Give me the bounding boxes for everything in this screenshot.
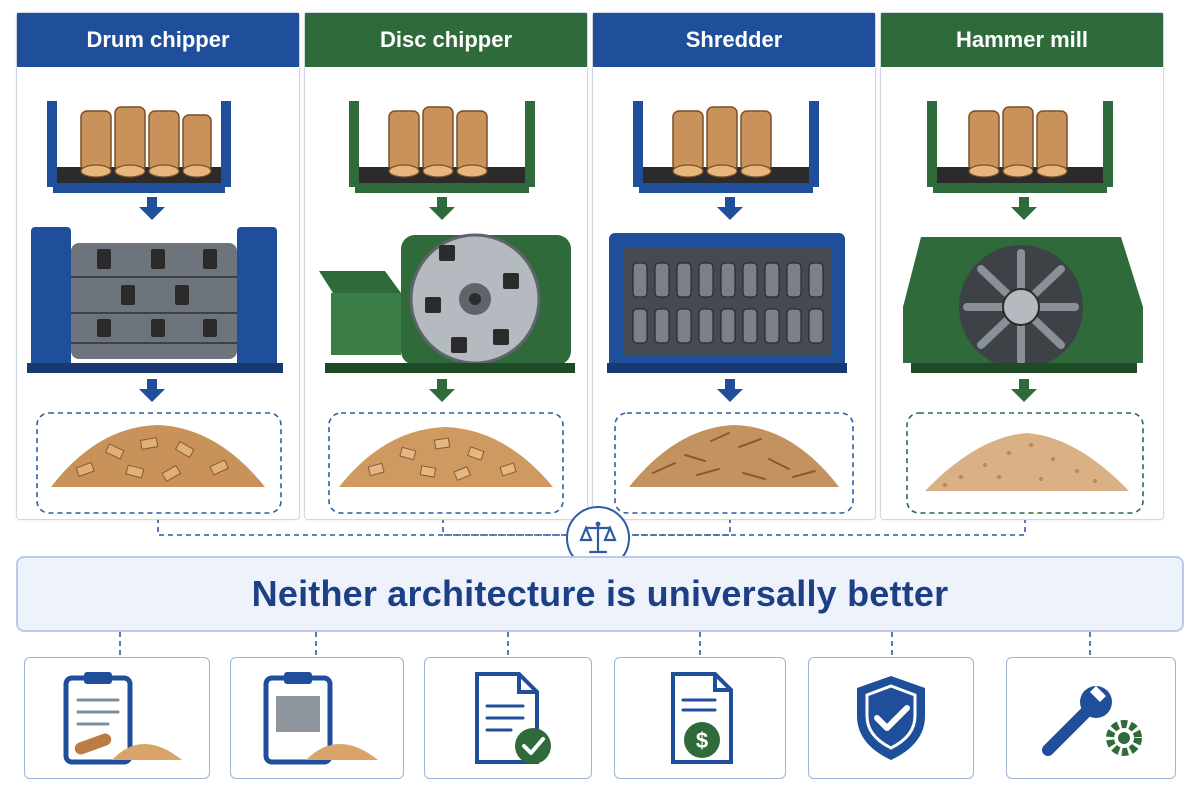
hammer-mill-machine [903,237,1143,373]
criteria-card-maintenance [1006,657,1176,779]
disc-chipper-machine [319,233,575,373]
panel-title: Shredder [685,27,783,52]
down-arrow-icon [429,197,455,220]
down-arrow-icon [1011,379,1037,402]
balance-scale-icon [579,521,617,554]
log-conveyor [927,101,1113,193]
clipboard-chips-icon [263,672,378,765]
down-arrow-icon [717,197,743,220]
criteria-card-output-spec [230,657,404,779]
panel-title: Disc chipper [379,27,513,52]
criteria-card-feedstock [24,657,210,779]
criteria-card-safety [808,657,974,779]
panel-header: Hammer mill [881,13,1163,67]
wrench-gear-icon [1042,686,1142,756]
conclusion-banner: Neither architecture is universally bett… [16,556,1184,632]
uniform-chips-pile [339,427,553,487]
clipboard-logs-icon [63,672,182,765]
output-frame [614,412,854,514]
svg-text:$: $ [696,728,708,753]
panel-header: Drum chipper [17,13,299,67]
shredder-machine [607,233,847,373]
panel-shredder: Shredder [592,12,876,520]
output-frame [36,412,282,514]
log-conveyor [633,101,819,193]
shield-check-icon [857,676,925,760]
panel-header: Shredder [593,13,875,67]
panel-hammer-mill: Hammer mill [880,12,1164,520]
coarse-chips-pile [51,425,265,487]
down-arrow-icon [139,197,165,220]
output-frame [906,412,1144,514]
log-conveyor [47,101,231,193]
log-conveyor [349,101,535,193]
down-arrow-icon [1011,197,1037,220]
panel-disc-chipper: Disc chipper [304,12,588,520]
panel-title: Hammer mill [955,27,1089,52]
document-check-icon [475,672,551,764]
panel-drum-chipper: Drum chipper [16,12,300,520]
fine-sawdust-pile [925,433,1129,491]
down-arrow-icon [429,379,455,402]
down-arrow-icon [139,379,165,402]
down-arrow-icon [717,379,743,402]
panel-header: Disc chipper [305,13,587,67]
drum-chipper-machine [27,227,283,373]
invoice-dollar-icon: $ [671,672,733,764]
panel-title: Drum chipper [86,27,230,52]
criteria-card-compliance [424,657,592,779]
shredded-fibers-pile [629,425,839,487]
banner-text: Neither architecture is universally bett… [251,573,949,614]
criteria-card-cost: $ [614,657,786,779]
